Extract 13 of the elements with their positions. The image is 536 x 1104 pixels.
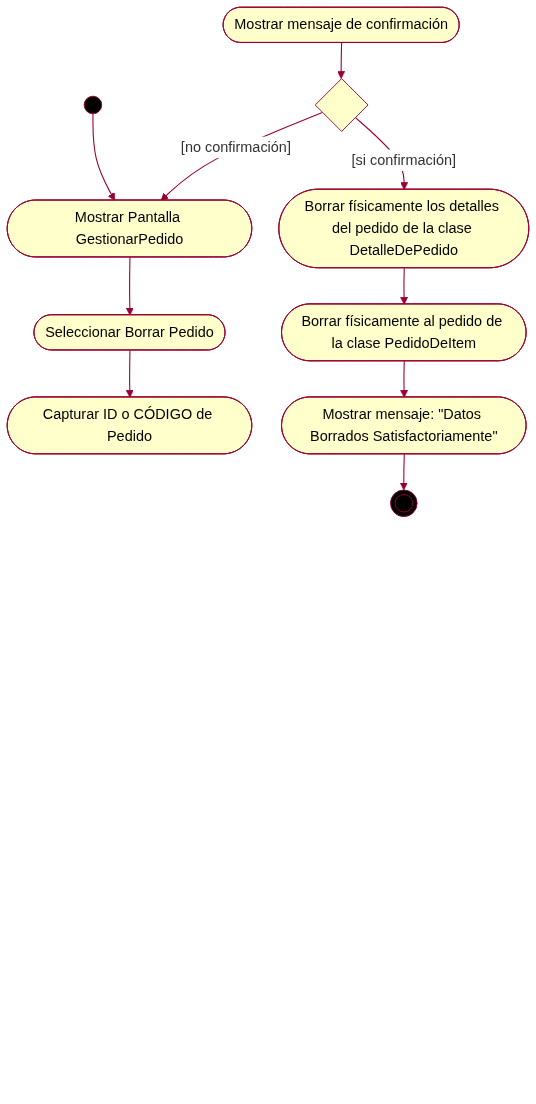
node-circle <box>83 95 103 115</box>
arrow <box>125 256 134 316</box>
arrow <box>92 113 116 201</box>
arrow <box>125 349 134 398</box>
node-circle <box>390 489 418 517</box>
arrow <box>400 360 409 398</box>
arrow <box>400 267 409 305</box>
edge-label: [si confirmación] <box>351 152 457 168</box>
arrow <box>337 42 346 79</box>
node-diamond <box>314 78 369 132</box>
edge-label: [no confirmación] <box>180 139 291 155</box>
arrow <box>160 112 323 201</box>
arrow <box>399 453 408 491</box>
